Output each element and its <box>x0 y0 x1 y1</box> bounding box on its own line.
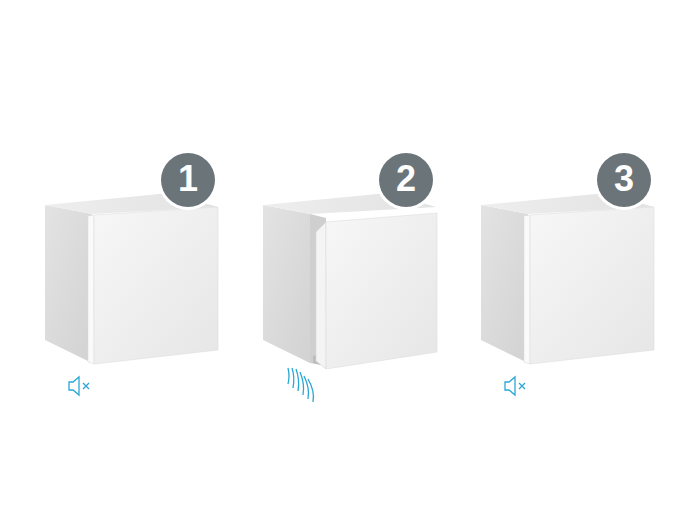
mute-icon <box>505 377 525 395</box>
callout-number: 1 <box>160 151 216 207</box>
callout-number: 3 <box>596 151 652 207</box>
mute-icon <box>69 377 89 395</box>
callout-number: 2 <box>378 151 434 207</box>
sound-waves-icon <box>288 368 313 402</box>
callout-badge <box>158 150 654 210</box>
closed-cabinet <box>45 193 218 364</box>
opening-cabinet <box>263 193 437 369</box>
closed-cabinet <box>481 193 654 364</box>
